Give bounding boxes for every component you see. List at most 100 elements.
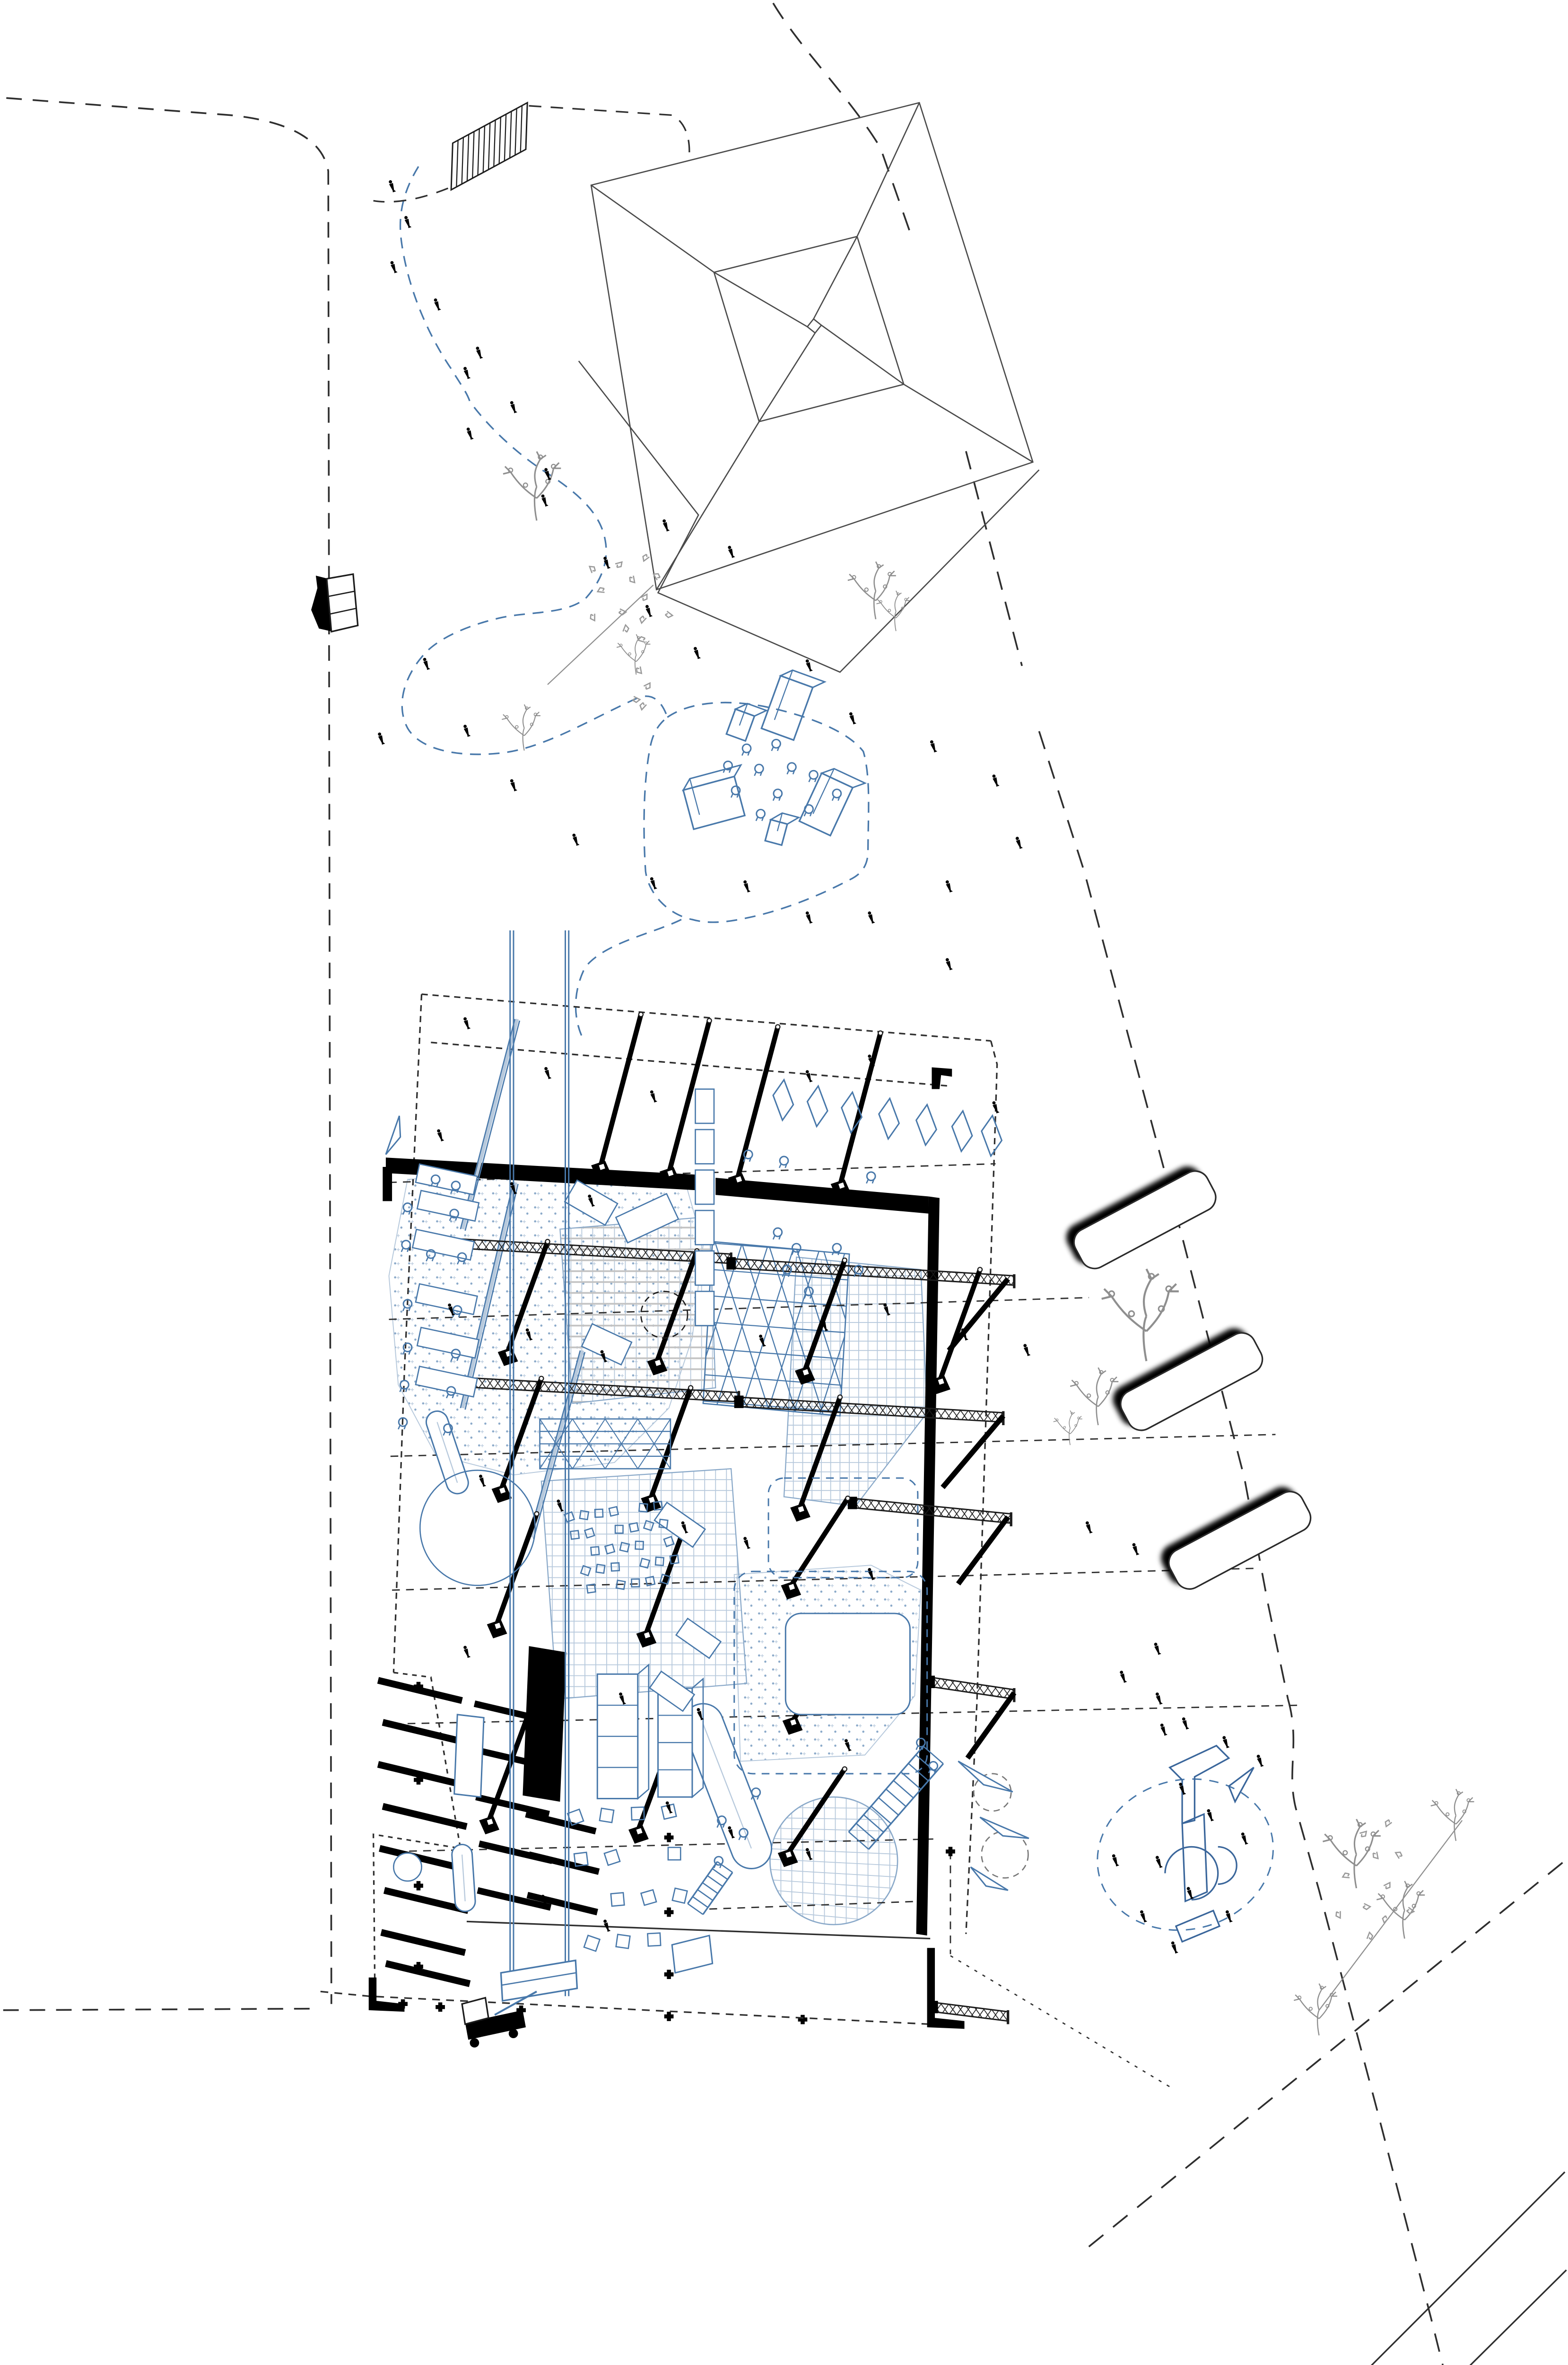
grid-circle-border [769,1796,898,1926]
person-head [1179,1782,1183,1786]
stair-stringer [702,1872,733,1915]
column-shaft [937,1269,983,1383]
dark-screen-panel [523,1646,566,1802]
louver-bar [385,1960,471,1987]
folly-crescent [1164,1846,1219,1901]
raking-column [591,1011,644,1180]
person-head [1155,1692,1159,1696]
person-figure [390,261,398,273]
lattice-truss [925,1675,1016,1702]
stair-tread [702,1882,718,1894]
display-panel [915,1103,938,1147]
stool-legs [803,812,812,817]
person-head [868,1054,871,1058]
survey-plus-mark [946,1847,955,1857]
chair-cube [630,1806,645,1821]
pyramid-outer-roof [590,102,1034,591]
folly-dashed-ring [1097,1778,1274,1931]
person-body [697,1710,704,1720]
platform-rail [501,1972,576,1986]
person-body [391,263,398,273]
person-body [1023,1347,1031,1357]
box-top [778,669,827,688]
white-panel [649,1670,696,1712]
stool-legs [450,1356,460,1361]
person-head [662,519,666,523]
tree-branches [1070,1367,1119,1426]
leaf-glyph [632,696,641,703]
blade-sculpture [385,1115,401,1155]
people [378,180,1264,1954]
tall-cabinet [453,1714,485,1798]
person-head [1225,1910,1229,1914]
leaf-glyph [629,575,636,584]
leaf-glyph [622,623,630,633]
plant-stem [547,584,654,685]
plant-stem [1318,1820,1463,2011]
stool-seat [771,738,781,749]
chair-cube [671,1887,688,1904]
person-head [961,1328,965,1332]
person-body [694,649,701,659]
stool-legs [743,1157,752,1162]
person-figure [1179,1782,1186,1795]
person-body [1257,1757,1264,1767]
survey-plus-mark [436,2002,445,2012]
person-figure [868,1054,875,1067]
blue-box [798,768,867,837]
column-shaft [735,1026,780,1180]
person-head [600,1350,604,1354]
person-body [544,471,552,481]
stool-legs [853,1272,862,1277]
person-body [1171,1944,1178,1954]
person-body [476,349,483,359]
column-top-pin [706,1018,712,1024]
boundary-line [1287,1699,1444,2365]
person-body [463,727,471,737]
tree [847,561,896,620]
tree-bud [1325,2004,1330,2008]
louver-bar [380,1929,466,1956]
person-body [845,1742,852,1752]
person-head [404,216,408,219]
person-figure [961,1328,968,1341]
tree-bud [1342,1850,1348,1856]
leaf-glyph [664,611,674,619]
tree-bud [1110,1378,1115,1383]
survey-plus-mark [664,2012,674,2021]
person-figure [603,556,611,569]
tree [876,590,910,631]
leaf-glyph [652,573,661,581]
tree-bud [864,587,869,592]
tree-bud [533,712,538,717]
leaf-glyph [615,561,623,568]
folly-crescent [1218,1846,1237,1885]
stair-tread [687,1903,704,1915]
person-body [448,1306,455,1316]
folly-blade [1228,1767,1254,1804]
person-head [845,1739,848,1743]
stool-legs [398,1425,407,1430]
person-head [728,545,732,549]
tree-bud [883,584,888,589]
column-base-notch [790,1719,797,1726]
tree-bud [1308,2006,1313,2011]
stool-glyph [750,1787,761,1800]
person-body [849,715,857,725]
crane-truck-cab [461,1997,489,2025]
chair-cube [573,1851,589,1867]
raking-column [777,1766,848,1867]
boundary-line [373,187,449,203]
boundary-line [529,105,690,158]
person-head [510,1182,514,1186]
person-head [992,774,996,778]
person-figure [603,1919,611,1932]
person-head [389,180,392,184]
chair-cube [583,1935,601,1952]
person-head [805,1070,809,1074]
chair-cube [669,1554,679,1565]
leaf-glyph [643,682,651,690]
chair-cube [595,1563,606,1574]
tree-bud [1074,1381,1079,1385]
louver-bar [377,1677,463,1704]
